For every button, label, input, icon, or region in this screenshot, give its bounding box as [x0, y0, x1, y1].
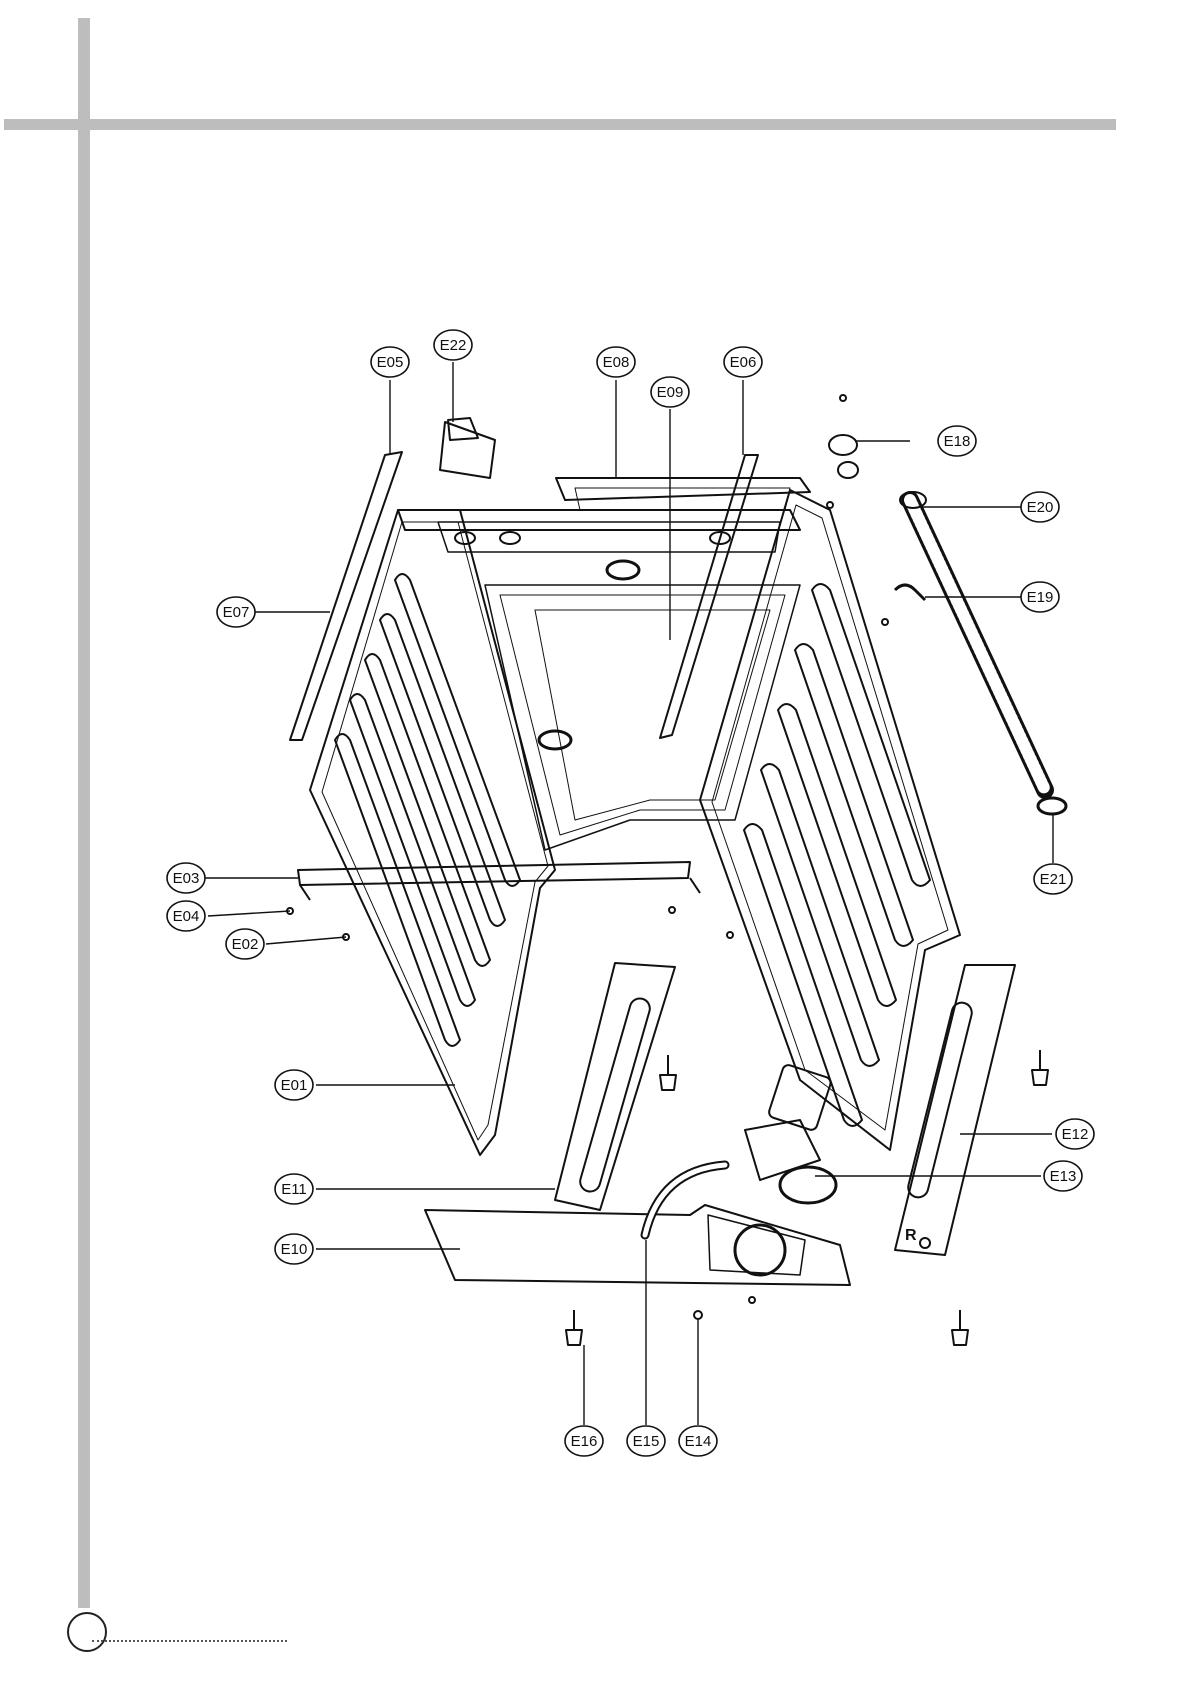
right-leg-frame: R [895, 965, 1015, 1255]
callout-label: E01 [281, 1077, 308, 1094]
callout-label: E03 [173, 870, 200, 887]
callout-e06: E06 [724, 347, 762, 377]
callout-label: E19 [1027, 589, 1054, 606]
callout-e07: E07 [217, 597, 255, 627]
callout-e04: E04 [167, 901, 205, 931]
callout-e08: E08 [597, 347, 635, 377]
callout-label: E09 [657, 384, 684, 401]
drain-pump [745, 1064, 836, 1203]
callout-label: E13 [1050, 1168, 1077, 1185]
callout-label: E07 [223, 604, 250, 621]
left-top-strip [290, 452, 402, 740]
hose-clamp [1038, 798, 1066, 814]
adjustable-feet [566, 1050, 1048, 1345]
callout-e05: E05 [371, 347, 409, 377]
callout-label: E18 [944, 433, 971, 450]
callout-e10: E10 [275, 1234, 313, 1264]
callout-label: E10 [281, 1241, 308, 1258]
drain-hose-corrugated [900, 492, 1045, 790]
callout-e12: E12 [1056, 1119, 1094, 1149]
callout-e15: E15 [627, 1426, 665, 1456]
base-plate [425, 1205, 850, 1285]
side-panel-mark-r: R [905, 1227, 917, 1244]
callout-label: E22 [440, 337, 467, 354]
callout-label: E08 [603, 354, 630, 371]
callout-e14: E14 [679, 1426, 717, 1456]
callout-e20: E20 [1021, 492, 1059, 522]
callout-label: E14 [685, 1433, 712, 1450]
hose-clip [895, 585, 925, 600]
callout-e18: E18 [938, 426, 976, 456]
callout-e02: E02 [226, 929, 264, 959]
drain-hose-short [645, 1165, 725, 1235]
inlet-valve [440, 418, 495, 478]
right-top-strip [660, 455, 758, 738]
callout-label: E12 [1062, 1126, 1089, 1143]
callout-label: E15 [633, 1433, 660, 1450]
hose-connector [829, 435, 858, 478]
callout-label: E16 [571, 1433, 598, 1450]
callout-e19: E19 [1021, 582, 1059, 612]
callout-label: E20 [1027, 499, 1054, 516]
callout-e11: E11 [275, 1174, 313, 1204]
callout-e01: E01 [275, 1070, 313, 1100]
callout-e21: E21 [1034, 864, 1072, 894]
callout-label: E06 [730, 354, 757, 371]
left-leg-frame [555, 963, 675, 1210]
callout-label: E05 [377, 354, 404, 371]
callout-label: E02 [232, 936, 259, 953]
callout-label: E11 [281, 1181, 307, 1198]
callout-e09: E09 [651, 377, 689, 407]
callout-e22: E22 [434, 330, 472, 360]
callout-e13: E13 [1044, 1161, 1082, 1191]
callout-e16: E16 [565, 1426, 603, 1456]
back-top-panel [556, 478, 810, 510]
top-frame [398, 510, 800, 850]
callout-label: E21 [1040, 871, 1067, 888]
callout-label: E04 [173, 908, 200, 925]
left-side-panel [305, 510, 790, 1155]
callout-e03: E03 [167, 863, 205, 893]
right-side-panel [700, 490, 960, 1150]
